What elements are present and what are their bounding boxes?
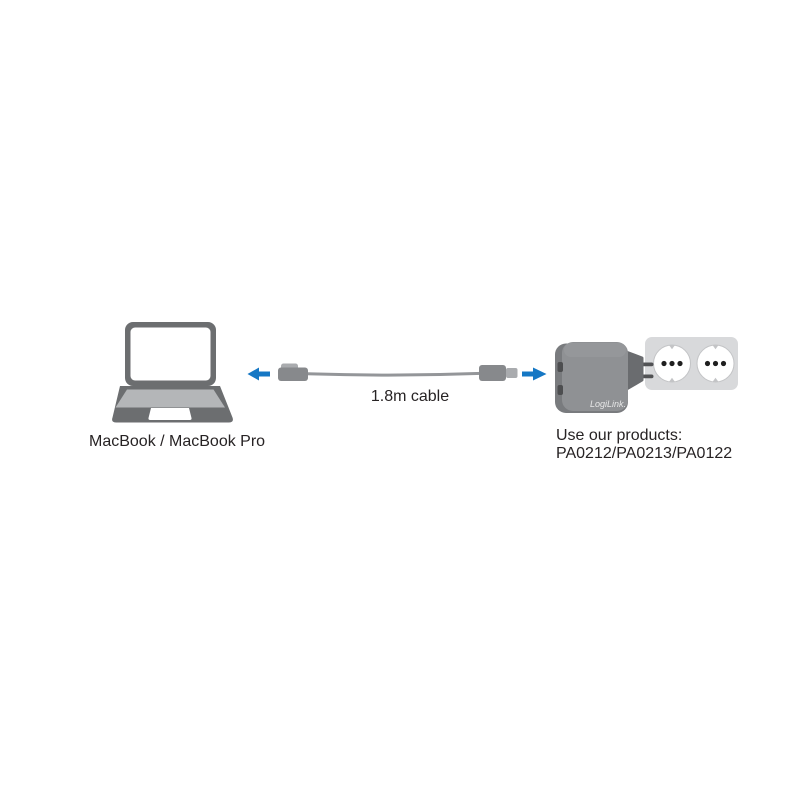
products-note: Use our products: PA0212/PA0213/PA0122 <box>556 427 732 463</box>
cable-length-label: 1.8m cable <box>370 388 450 405</box>
adapter-brand-label: LogiLink. <box>590 399 626 409</box>
cable-connector-left <box>278 363 308 381</box>
wall-socket-icon <box>645 337 738 390</box>
laptop-keyboard <box>115 389 225 408</box>
arrow-right-icon <box>522 367 547 381</box>
products-note-line1: Use our products: <box>556 427 683 444</box>
usb-port-bottom <box>557 385 563 395</box>
laptop-trackpad <box>148 408 192 420</box>
laptop-label: MacBook / MacBook Pro <box>89 433 266 450</box>
power-adapter-icon: LogiLink. <box>555 337 738 413</box>
adapter-body: LogiLink. <box>555 342 628 413</box>
laptop-screen <box>130 327 211 381</box>
arrow-left-icon <box>247 367 270 381</box>
usb-port-top <box>557 362 563 372</box>
cable-connector-right <box>479 365 518 381</box>
usb-cable-icon <box>247 363 547 381</box>
products-note-line2: PA0212/PA0213/PA0122 <box>556 445 733 462</box>
macbook-icon <box>112 322 233 423</box>
cable-cord <box>305 371 483 377</box>
